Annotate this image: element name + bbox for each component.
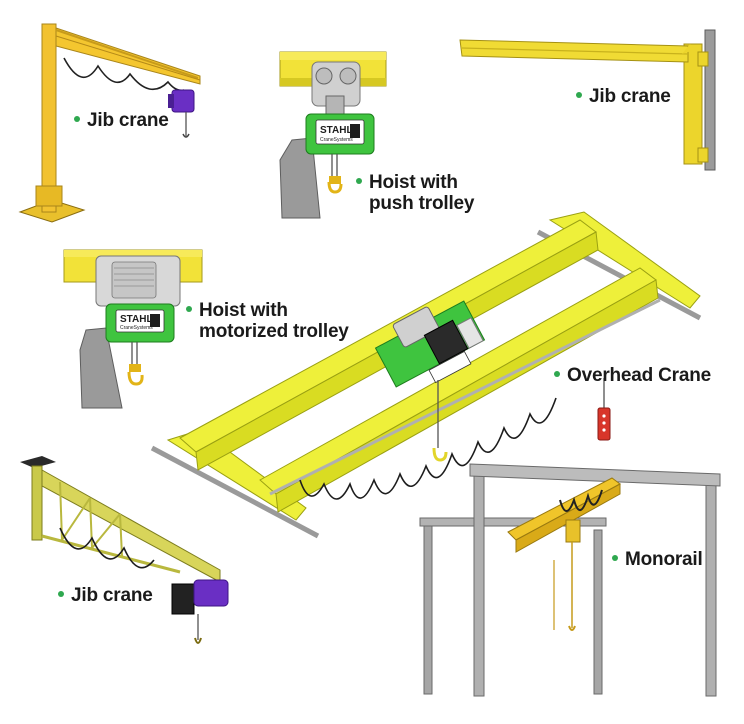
- hoist-brand-sub-2: CraneSystems: [120, 325, 153, 331]
- label-text-line1: Hoist with: [369, 172, 458, 193]
- bullet-dot: [186, 305, 192, 312]
- wall-jib-crane: [459, 29, 716, 171]
- monorail-structure: [419, 463, 721, 697]
- label-text: Jib crane: [589, 86, 671, 107]
- hoist-brand-sub: CraneSystems: [320, 137, 353, 143]
- label-text: Monorail: [625, 549, 703, 570]
- jib-hoist-purple: [168, 89, 195, 138]
- label-hoist-push-trolley: Hoist with push trolley: [356, 172, 474, 214]
- bullet-dot: [58, 590, 64, 597]
- label-text-line2: push trolley: [369, 193, 475, 214]
- bullet-dot: [74, 115, 80, 122]
- label-monorail: Monorail: [612, 549, 703, 570]
- hoist-motorized-trolley: STAHL CraneSystems: [63, 249, 203, 409]
- bullet-dot: [576, 91, 582, 98]
- bullet-dot: [612, 554, 618, 561]
- label-overhead-crane: Overhead Crane: [554, 365, 711, 386]
- label-text: Overhead Crane: [567, 365, 711, 386]
- label-hoist-motorized-trolley: Hoist with motorized trolley: [186, 300, 349, 342]
- overhead-crane: [150, 211, 702, 539]
- label-text: Jib crane: [87, 110, 169, 131]
- bracket-jib-crane: [20, 456, 229, 644]
- label-text-line1: Hoist with: [199, 300, 288, 321]
- bracket-jib-hoist: [171, 579, 229, 644]
- label-text-line2: motorized trolley: [199, 321, 349, 342]
- hoist-brand-name: STAHL: [320, 125, 353, 136]
- label-jib-crane-wall: Jib crane: [576, 86, 671, 107]
- hoist-push-trolley: STAHL CraneSystems: [279, 51, 387, 219]
- bullet-dot: [554, 370, 560, 377]
- bullet-dot: [356, 177, 362, 184]
- hoist-brand-name-2: STAHL: [120, 314, 153, 325]
- label-text: Jib crane: [71, 585, 153, 606]
- label-jib-crane-top: Jib crane: [74, 110, 169, 131]
- floor-jib-crane: [18, 23, 201, 223]
- label-jib-crane-bottom: Jib crane: [58, 585, 153, 606]
